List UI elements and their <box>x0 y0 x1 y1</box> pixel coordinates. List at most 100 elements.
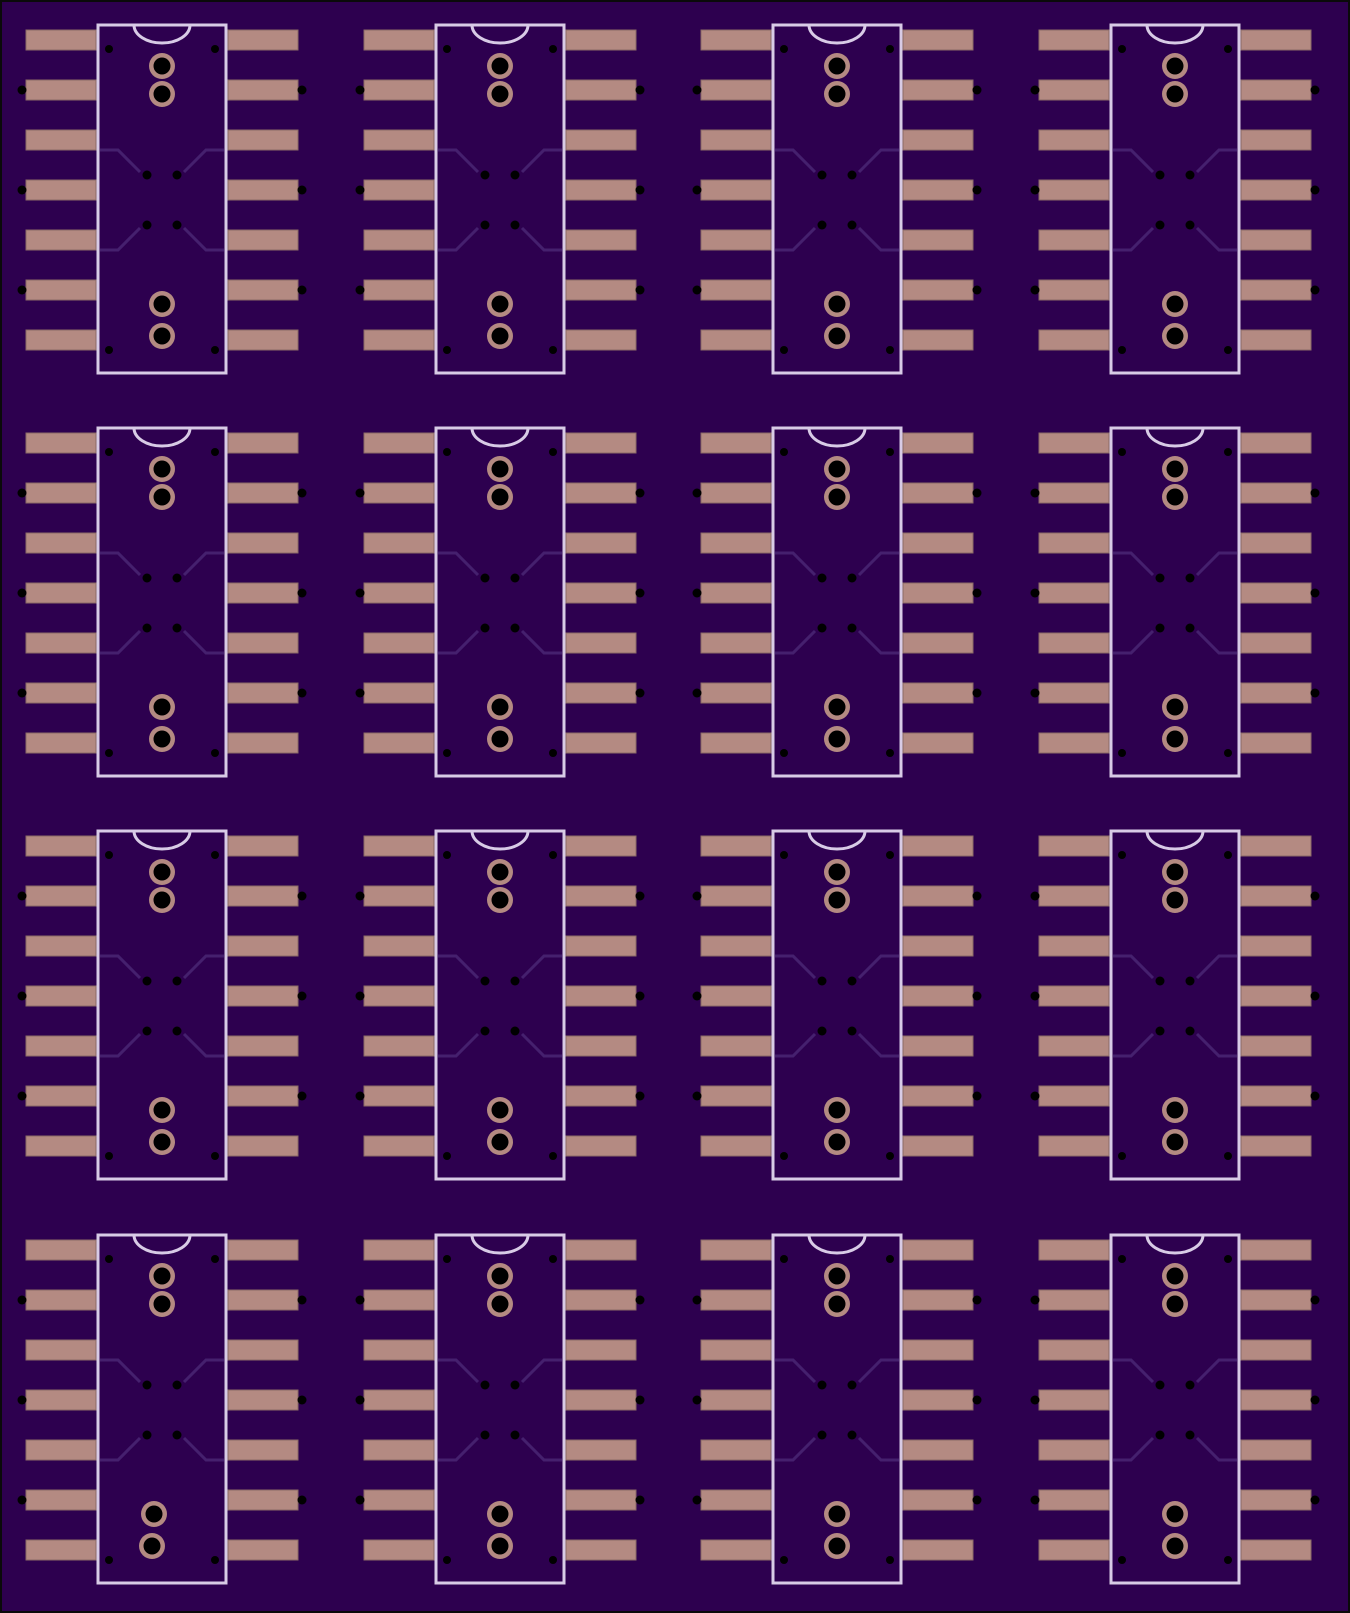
corner-hole <box>211 749 219 757</box>
smd-pad-right <box>1240 1085 1312 1107</box>
drill-hole <box>1030 285 1040 295</box>
drill-hole <box>355 488 365 498</box>
via-hole <box>817 1430 827 1440</box>
via-hole <box>480 1026 490 1036</box>
corner-hole <box>886 1255 894 1263</box>
drill-hole <box>692 891 702 901</box>
plated-pad-hole <box>1166 891 1184 909</box>
smd-pad-right <box>902 1539 974 1561</box>
via-hole <box>172 1380 182 1390</box>
corner-hole <box>886 45 894 53</box>
smd-pad-left <box>1038 985 1110 1007</box>
corner-hole <box>211 346 219 354</box>
drill-hole <box>692 991 702 1001</box>
trace <box>100 226 142 252</box>
smd-pad-left <box>700 1389 772 1411</box>
smd-pad-right <box>227 632 299 654</box>
drill-hole <box>297 85 307 95</box>
trace <box>438 226 480 252</box>
drill-hole <box>355 285 365 295</box>
plated-pad-hole <box>153 57 171 75</box>
plated-pad-hole <box>1166 1505 1184 1523</box>
via-hole <box>817 623 827 633</box>
smd-pad-right <box>902 1239 974 1261</box>
drill-hole <box>17 891 27 901</box>
drill-hole <box>692 285 702 295</box>
corner-hole <box>1224 448 1232 456</box>
smd-pad-right <box>902 582 974 604</box>
corner-hole <box>780 1255 788 1263</box>
smd-pad-right <box>565 482 637 504</box>
trace <box>1195 551 1237 577</box>
trace <box>520 226 562 252</box>
trace <box>1195 1358 1237 1384</box>
plated-pad-hole <box>1166 85 1184 103</box>
plated-pad-hole <box>1166 1133 1184 1151</box>
smd-pad-right <box>1240 985 1312 1007</box>
smd-pad-right <box>227 1035 299 1057</box>
smd-pad-left <box>25 1239 97 1261</box>
via-hole <box>510 573 520 583</box>
corner-hole <box>1118 448 1126 456</box>
drill-hole <box>692 588 702 598</box>
smd-pad-right <box>902 432 974 454</box>
trace <box>182 551 224 577</box>
via-hole <box>142 976 152 986</box>
smd-pad-right <box>902 985 974 1007</box>
plated-pad-hole <box>828 295 846 313</box>
drill-hole <box>355 891 365 901</box>
trace <box>775 629 817 655</box>
trace <box>438 1358 480 1384</box>
smd-pad-left <box>25 1489 97 1511</box>
plated-pad-hole <box>491 57 509 75</box>
smd-pad-left <box>25 79 97 101</box>
smd-pad-left <box>25 935 97 957</box>
trace <box>438 1436 480 1462</box>
via-hole <box>510 220 520 230</box>
smd-pad-right <box>565 1389 637 1411</box>
smd-pad-right <box>565 1339 637 1361</box>
smd-pad-left <box>700 129 772 151</box>
trace <box>182 148 224 174</box>
drill-hole <box>17 688 27 698</box>
smd-pad-right <box>1240 732 1312 754</box>
corner-hole <box>886 1556 894 1564</box>
smd-pad-right <box>227 482 299 504</box>
trace <box>1113 954 1155 980</box>
via-hole <box>510 1430 520 1440</box>
smd-pad-left <box>1038 682 1110 704</box>
drill-hole <box>1310 85 1320 95</box>
trace <box>438 148 480 174</box>
smd-pad-left <box>363 582 435 604</box>
smd-pad-right <box>565 582 637 604</box>
trace <box>1113 629 1155 655</box>
corner-hole <box>549 1255 557 1263</box>
plated-pad-hole <box>153 730 171 748</box>
silkscreen-notch <box>132 24 192 45</box>
smd-pad-right <box>227 1339 299 1361</box>
drill-hole <box>635 991 645 1001</box>
plated-pad-hole <box>491 1267 509 1285</box>
trace <box>1195 1436 1237 1462</box>
plated-pad-hole <box>828 698 846 716</box>
smd-pad-left <box>1038 1289 1110 1311</box>
smd-pad-right <box>565 1135 637 1157</box>
trace <box>182 954 224 980</box>
smd-pad-left <box>363 29 435 51</box>
smd-pad-left <box>1038 582 1110 604</box>
smd-pad-right <box>902 1035 974 1057</box>
smd-pad-left <box>1038 1539 1110 1561</box>
smd-pad-right <box>227 1085 299 1107</box>
corner-hole <box>1224 346 1232 354</box>
plated-pad-hole <box>153 85 171 103</box>
plated-pad-hole <box>153 327 171 345</box>
via-hole <box>480 573 490 583</box>
corner-hole <box>443 1152 451 1160</box>
corner-hole <box>886 749 894 757</box>
drill-hole <box>635 1295 645 1305</box>
corner-hole <box>1224 1556 1232 1564</box>
via-hole <box>1155 1430 1165 1440</box>
corner-hole <box>1224 1152 1232 1160</box>
corner-hole <box>105 851 113 859</box>
